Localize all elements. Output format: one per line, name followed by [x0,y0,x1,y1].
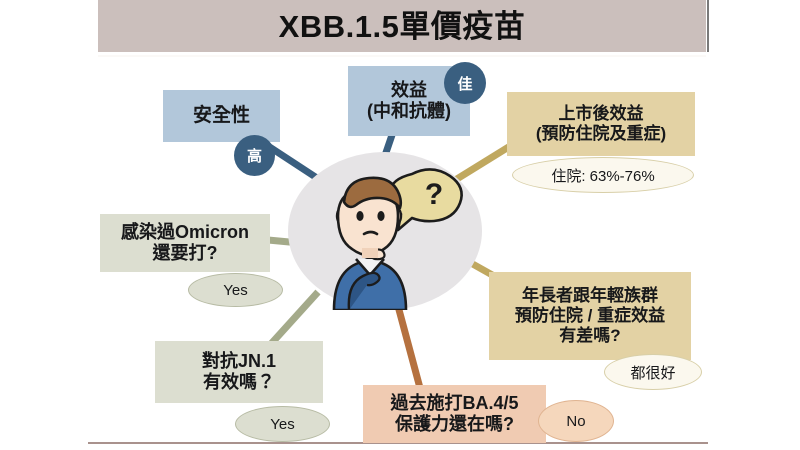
node-prior-ba45-protection[interactable]: 過去施打BA.4/5 保護力還在嗎? [363,385,546,443]
page-title: XBB.1.5單價疫苗 [278,8,526,44]
node-post-market-effectiveness[interactable]: 上市後效益 (預防住院及重症) [507,92,695,156]
badge-efficacy-good[interactable]: 佳 [444,62,486,104]
title-underline [98,55,706,57]
question-mark-glyph: ? [425,178,443,211]
node-elderly-vs-young-benefit[interactable]: 年長者跟年輕族群 預防住院 / 重症效益 有差嗎? [489,272,691,360]
right-vertical-rule [707,0,709,52]
thinking-person-illustration: ? [332,168,463,310]
node-effective-against-jn1[interactable]: 對抗JN.1 有效嗎？ [155,341,323,403]
badge-jn1-yes[interactable]: Yes [235,406,330,442]
badge-hospitalization-range[interactable]: 住院: 63%-76% [512,157,694,193]
badge-prior-omicron-yes[interactable]: Yes [188,273,283,307]
badge-elderly-vs-young-answer[interactable]: 都很好 [604,354,702,390]
badge-safety-high[interactable]: 高 [234,135,275,176]
title-bar: XBB.1.5單價疫苗 [98,0,706,52]
node-prior-omicron-infection[interactable]: 感染過Omicron 還要打? [100,214,270,272]
badge-ba45-no[interactable]: No [538,400,614,442]
bottom-horizontal-rule [88,442,708,444]
node-safety[interactable]: 安全性 [163,90,280,142]
